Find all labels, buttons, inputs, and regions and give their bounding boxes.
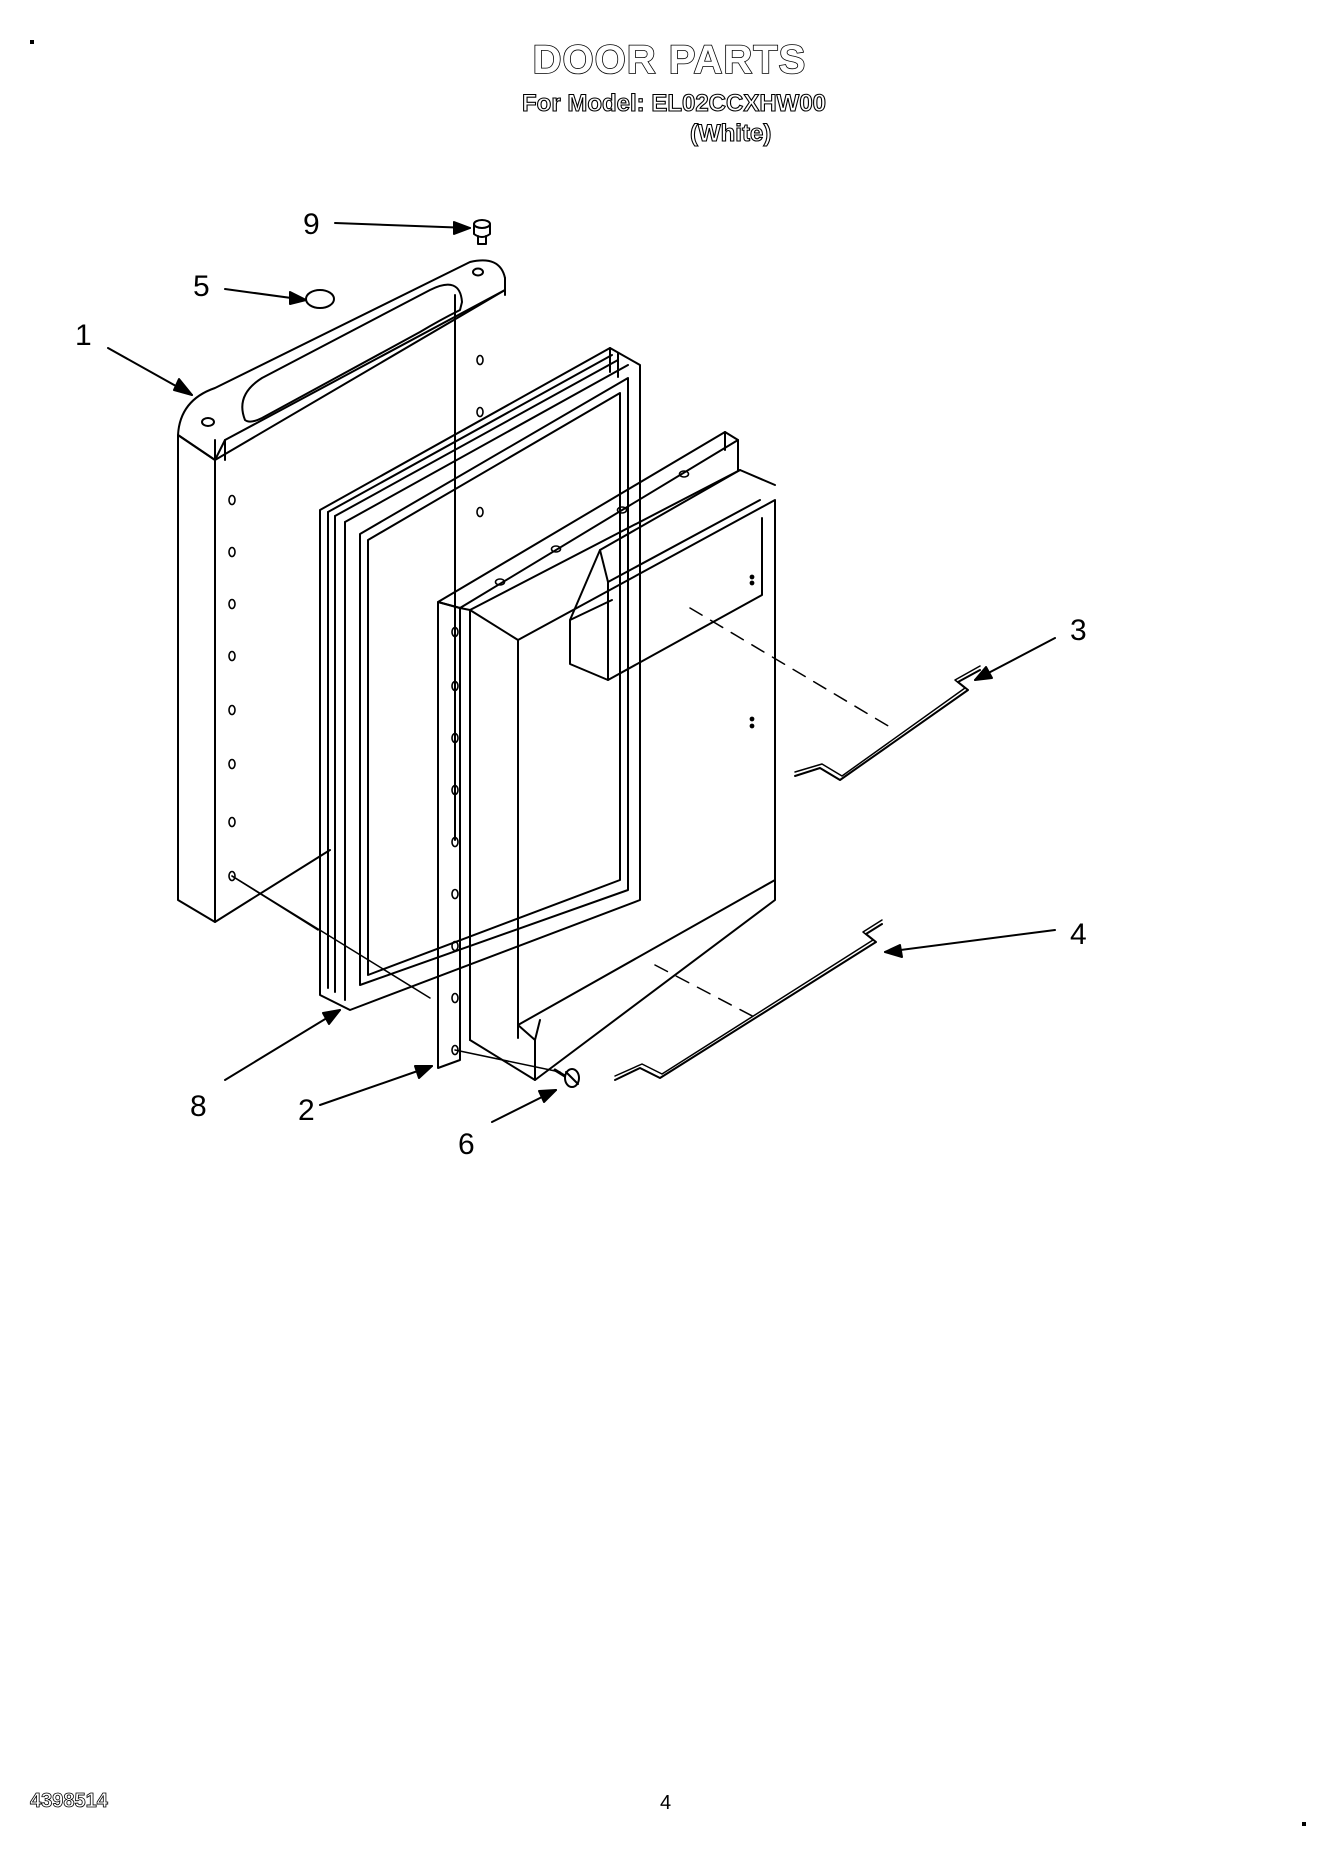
- callout-8: 8: [190, 1090, 207, 1123]
- callout-3: 3: [1070, 614, 1087, 647]
- callout-9: 9: [303, 208, 320, 241]
- callout-6: 6: [458, 1128, 475, 1161]
- callout-5: 5: [193, 270, 210, 303]
- shelf-rod-part-4: [614, 919, 883, 1081]
- model-number: For Model: EL02CCXHW00: [521, 89, 827, 117]
- page-number: 4: [660, 1792, 672, 1814]
- gasket-part-8: [319, 347, 641, 1011]
- model-color: (White): [689, 119, 772, 147]
- inner-liner-part-2: [437, 431, 776, 1081]
- hinge-pin-part-9: [473, 219, 491, 245]
- assembly-lines: [231, 607, 896, 1073]
- document-number: 4398514: [30, 1790, 109, 1813]
- callout-4: 4: [1070, 918, 1087, 951]
- callout-2: 2: [298, 1094, 315, 1127]
- callout-1: 1: [75, 319, 92, 352]
- door-panel-part-1: [177, 259, 506, 923]
- page-title: DOOR PARTS: [532, 37, 807, 83]
- scan-speck-bottom-right: [1302, 1822, 1306, 1826]
- leader-lines: [107, 221, 1056, 1123]
- screw-part-6: [553, 1068, 580, 1088]
- plug-part-5: [305, 289, 335, 309]
- scan-speck-top-left: [30, 40, 34, 44]
- shelf-rod-part-3: [794, 665, 981, 781]
